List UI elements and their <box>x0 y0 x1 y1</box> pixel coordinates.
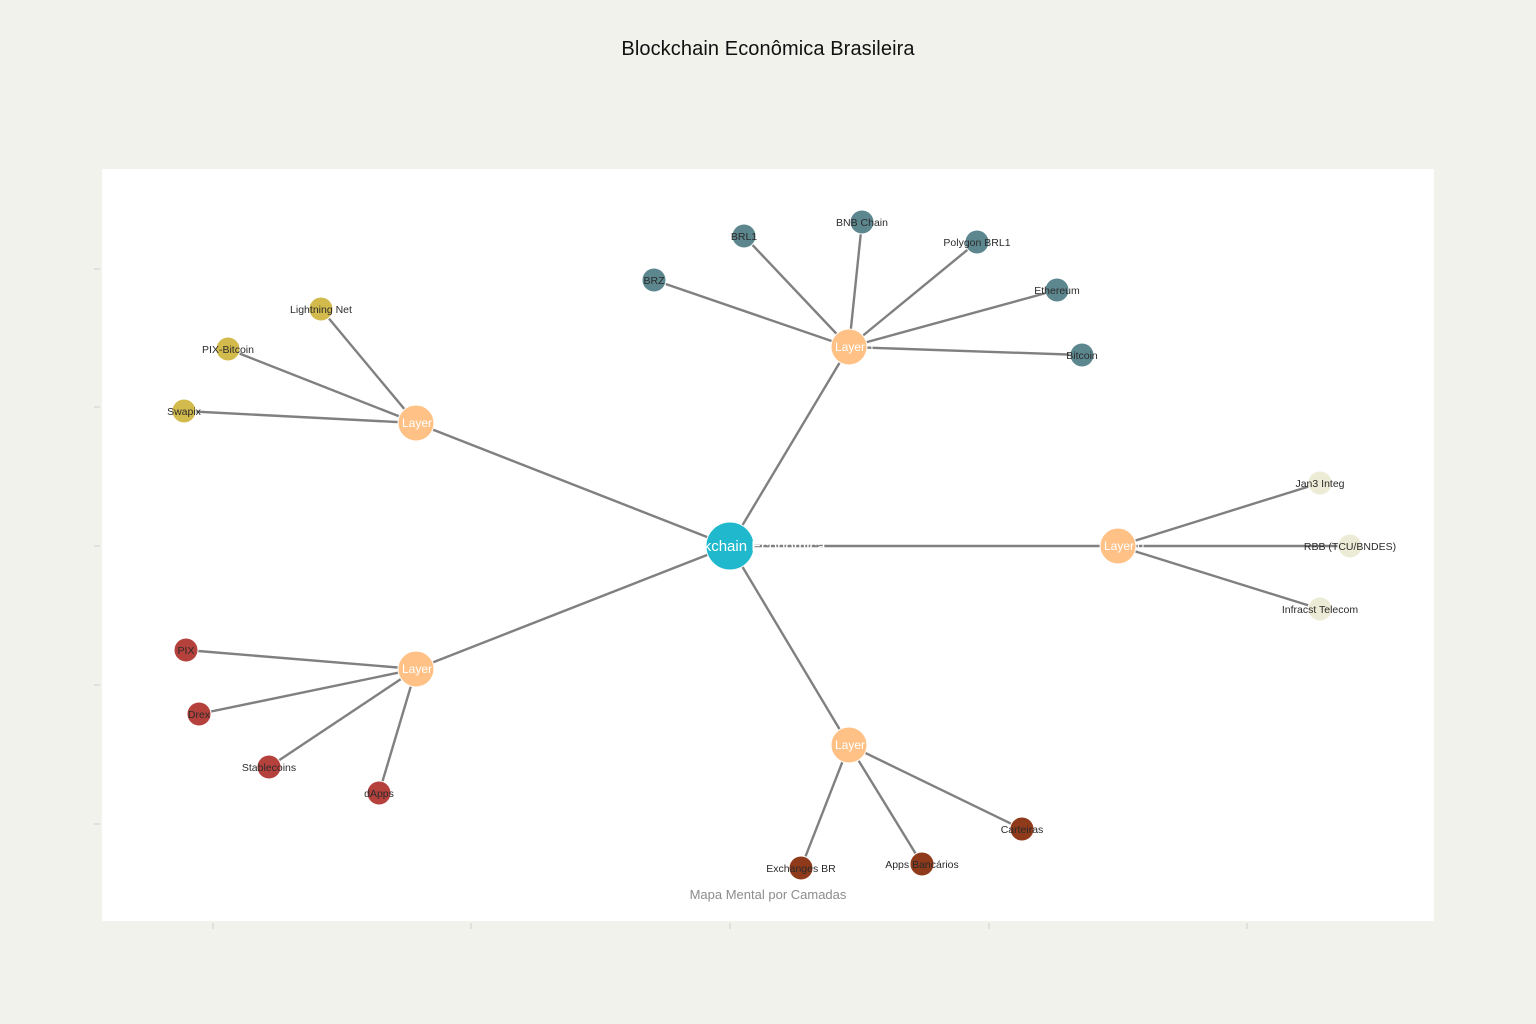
leaf-label-rbb-tcu-bndes: RBB (TCU/BNDES) <box>1304 541 1396 553</box>
leaf-node-bitcoin[interactable] <box>1069 342 1095 368</box>
leaf-node-infracst-telecom[interactable] <box>1307 596 1333 622</box>
leaf-node-brz[interactable] <box>641 267 667 293</box>
leaf-label-swapix: Swapix <box>167 406 202 418</box>
leaf-label-jan3-integ: Jan3 Integ <box>1295 478 1344 490</box>
nodes <box>171 209 1363 881</box>
edge-layer3-pix <box>185 648 417 671</box>
edge-layer2-swapix <box>183 409 417 425</box>
leaf-label-ethereum: Ethereum <box>1034 285 1080 297</box>
hub-node-layer0[interactable] <box>1099 527 1137 565</box>
axis-ticks <box>94 268 1248 929</box>
edges <box>183 221 1350 869</box>
edge-layer2-pix-bitcoin <box>227 347 417 425</box>
hub-label-layer2: Layer 2 <box>402 416 442 430</box>
edge-layer4-apps-bancarios <box>847 744 924 865</box>
leaf-label-pix: PIX <box>178 645 195 657</box>
leaf-node-ethereum[interactable] <box>1044 277 1070 303</box>
edge-layer1-brz <box>653 278 850 349</box>
hub-label-layer3: Layer 3 <box>402 662 442 676</box>
leaf-label-polygon-brl1: Polygon BRL1 <box>943 237 1010 249</box>
leaf-node-jan3-integ[interactable] <box>1307 470 1333 496</box>
leaf-label-stablecoins: Stablecoins <box>242 762 296 774</box>
root-node-label: Blockchain Econômica <box>675 538 827 555</box>
edge-layer0-jan3-integ <box>1117 481 1321 548</box>
hub-node-layer3[interactable] <box>397 650 435 688</box>
edge-layer3-drex <box>198 667 417 716</box>
leaf-node-stablecoins[interactable] <box>256 754 282 780</box>
leaf-node-exchanges-br[interactable] <box>788 855 814 881</box>
edge-layer0-infracst-telecom <box>1117 544 1321 611</box>
edge-root-layer1 <box>728 346 851 547</box>
edge-layer3-stablecoins <box>268 668 417 768</box>
hub-label-layer1: Layer 1 <box>835 340 875 354</box>
edge-layer1-ethereum <box>848 288 1058 349</box>
hub-node-layer2[interactable] <box>397 404 435 442</box>
leaf-label-lightning-net: Lightning Net <box>290 304 352 316</box>
leaf-label-dapps: dApps <box>364 788 394 800</box>
leaf-node-carteiras[interactable] <box>1009 816 1035 842</box>
chart-title: Blockchain Econômica Brasileira <box>621 38 915 60</box>
hub-label-layer0: Layer 0 <box>1104 539 1144 553</box>
hub-label-layer4: Layer 4 <box>835 738 875 752</box>
edge-layer1-bnb-chain <box>847 221 864 348</box>
edge-layer3-dapps <box>377 668 418 794</box>
leaf-node-apps-bancarios[interactable] <box>909 851 935 877</box>
edge-layer2-lightning-net <box>320 308 417 424</box>
leaf-label-pix-bitcoin: PIX-Bitcoin <box>202 344 254 356</box>
leaf-node-polygon-brl1[interactable] <box>964 229 990 255</box>
leaf-node-dapps[interactable] <box>366 780 392 806</box>
edge-layer1-polygon-brl1 <box>848 241 978 348</box>
edge-root-layer4 <box>728 545 851 746</box>
leaf-label-brz: BRZ <box>644 275 666 287</box>
leaf-label-bnb-chain: BNB Chain <box>836 217 888 229</box>
leaf-node-lightning-net[interactable] <box>308 296 334 322</box>
leaf-node-rbb-tcu-bndes[interactable] <box>1337 533 1363 559</box>
root-node[interactable] <box>705 521 755 571</box>
leaf-label-bitcoin: Bitcoin <box>1066 350 1098 362</box>
edge-layer4-carteiras <box>848 743 1023 831</box>
leaf-node-drex[interactable] <box>186 701 212 727</box>
leaf-label-carteiras: Carteiras <box>1001 824 1044 836</box>
leaf-label-apps-bancarios: Apps Bancários <box>885 859 959 871</box>
leaf-label-exchanges-br: Exchanges BR <box>766 863 836 875</box>
edge-layer4-exchanges-br <box>799 744 851 869</box>
leaf-node-brl1[interactable] <box>731 223 757 249</box>
leaf-label-infracst-telecom: Infracst Telecom <box>1282 604 1359 616</box>
edge-root-layer2 <box>415 421 731 548</box>
mind-map-graph: Blockchain Econômica Layer 0 Jan3 IntegRBB… <box>94 209 1396 929</box>
leaf-label-brl1: BRL1 <box>731 231 757 243</box>
hub-node-layer1[interactable] <box>830 328 868 366</box>
subtitle: Mapa Mental por Camadas <box>690 887 847 902</box>
hub-node-layer4[interactable] <box>830 726 868 764</box>
edge-layer1-bitcoin <box>848 345 1083 357</box>
edge-root-layer3 <box>415 544 731 671</box>
edge-layer1-brl1 <box>743 235 850 348</box>
leaf-node-bnb-chain[interactable] <box>849 209 875 235</box>
leaf-node-pix-bitcoin[interactable] <box>215 336 241 362</box>
leaf-node-swapix[interactable] <box>171 398 197 424</box>
leaf-label-drex: Drex <box>188 709 211 721</box>
labels: Blockchain Econômica Layer 0 Jan3 IntegRBB… <box>167 217 1396 875</box>
leaf-node-pix[interactable] <box>173 637 199 663</box>
